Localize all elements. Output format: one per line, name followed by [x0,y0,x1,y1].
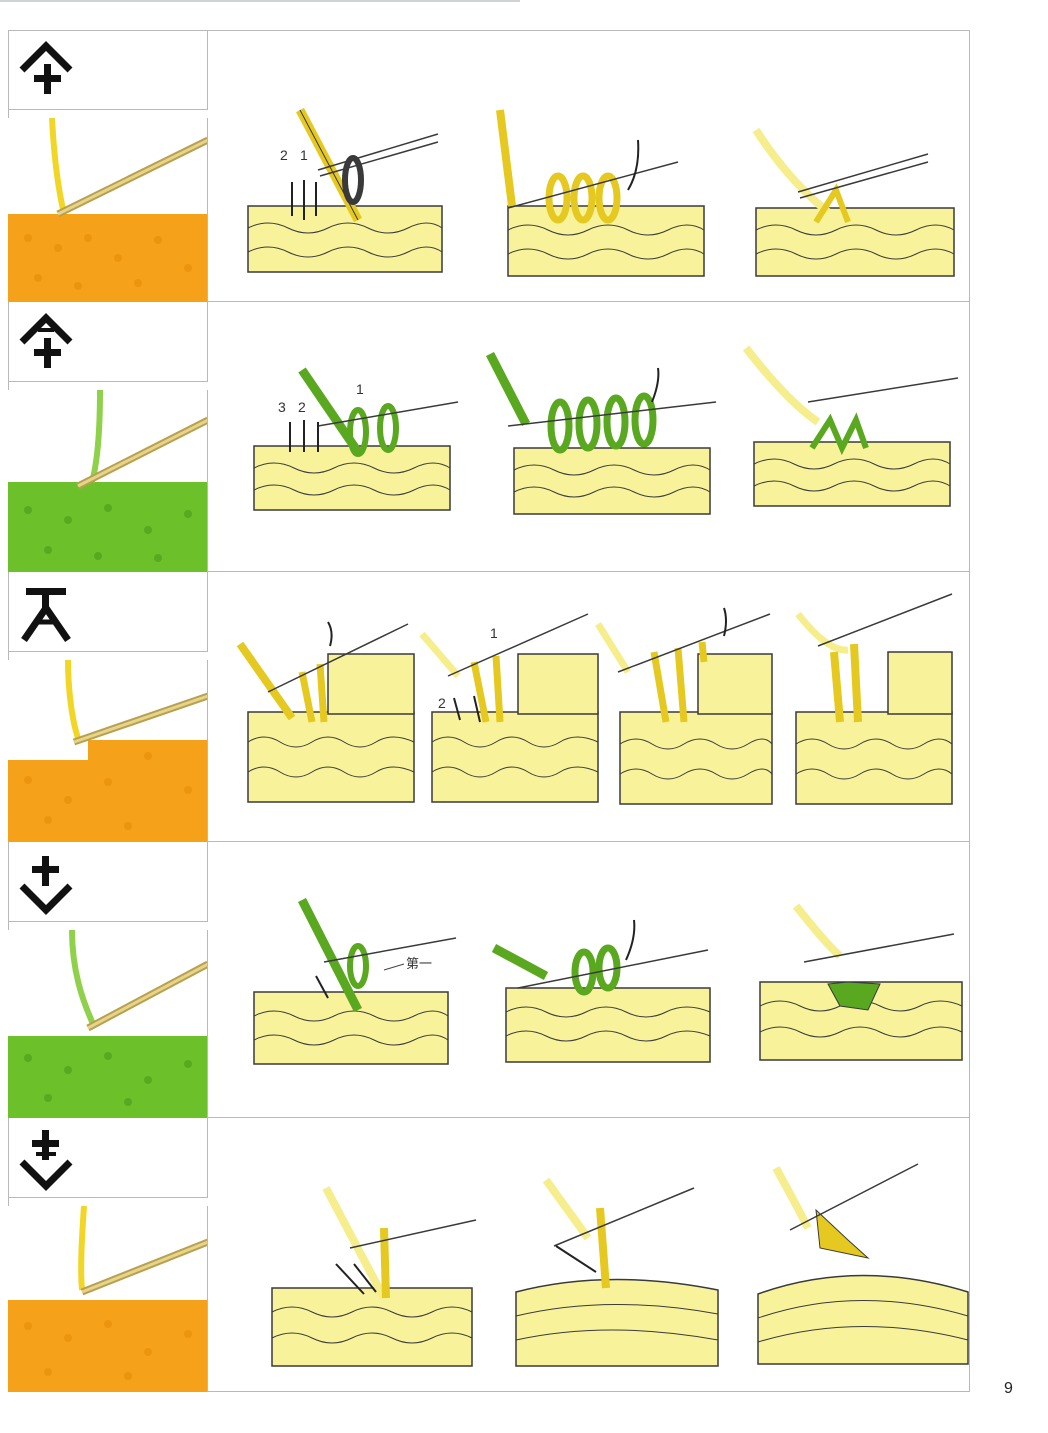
diagram-step-2-2 [490,354,716,514]
symbol-cell-3 [8,572,208,652]
diagram-step-3-2: 1 2 [422,614,598,802]
symbol-cell-2 [8,302,208,382]
stitch-diagram-5 [208,1118,970,1391]
diagram-step-5-1 [272,1188,476,1366]
stitch-row-2: 3 2 1 [8,302,970,572]
stitch-row-5 [8,1118,970,1392]
diagram-step-4-2 [494,920,710,1062]
diagram-step-5-3 [758,1164,968,1364]
stitch-row-4: 第一 [8,842,970,1118]
stitch-row-3: 1 2 [8,572,970,842]
diagram-label-1c: 1 [490,625,498,641]
double-crochet-decrease-icon [14,848,84,918]
diagram-label-1b: 1 [356,381,364,397]
stitch-photo-4 [8,930,208,1118]
stitch-photo-5 [8,1206,208,1392]
diagram-step-1-3 [756,130,954,276]
diagram-label-1: 1 [300,147,308,163]
page-number: 9 [1004,1380,1013,1398]
diagram-step-3-4 [796,594,952,804]
diagram-step-4-3 [760,906,962,1060]
top-rule [0,0,520,2]
diagram-step-3-3 [598,608,772,804]
diagram-label-2b: 2 [298,399,306,415]
diagram-label-first: 第一 [406,956,432,971]
stitch-diagram-1: 2 1 [208,30,970,301]
stitch-diagram-4: 第一 [208,842,970,1117]
diagram-step-2-1: 3 2 1 [254,370,458,510]
diagram-step-3-1 [240,622,414,802]
diagram-label-2c: 2 [438,695,446,711]
diagram-step-4-1: 第一 [254,900,456,1064]
symbol-cell-4 [8,842,208,922]
diagram-step-2-3 [746,348,958,506]
crossed-stitch-icon [14,578,84,648]
symbol-cell-1 [8,30,208,110]
diagram-label-2: 2 [280,147,288,163]
stitch-row-1: 2 1 [8,30,970,302]
stitch-diagram-2: 3 2 1 [208,302,970,571]
symbol-cell-5 [8,1118,208,1198]
diagram-step-5-2 [516,1180,718,1366]
stitch-photo-1 [8,118,208,302]
diagram-step-1-2 [500,110,704,276]
stitch-diagram-3: 1 2 [208,572,970,841]
diagram-label-3: 3 [278,399,286,415]
stitch-photo-2 [8,390,208,572]
double-crochet-increase-icon [14,36,84,106]
triple-crochet-decrease-icon [14,1124,84,1194]
triple-crochet-increase-icon [14,308,84,378]
diagram-step-1-1: 2 1 [248,110,442,272]
stitch-photo-3 [8,660,208,842]
